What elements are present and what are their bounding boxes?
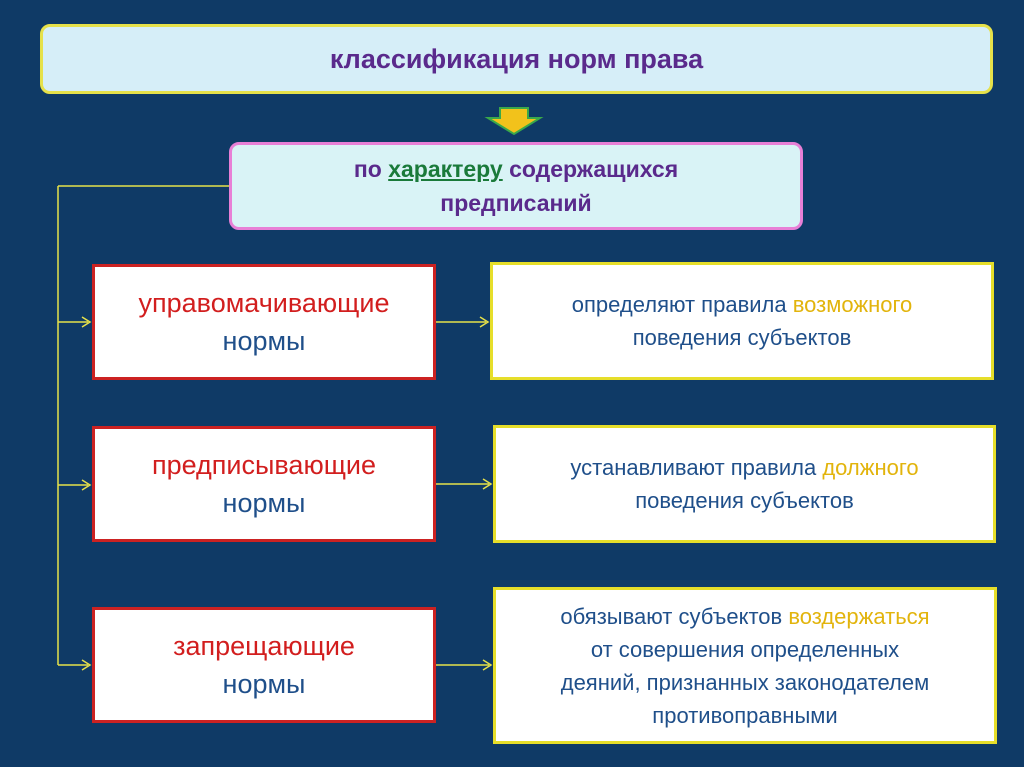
criterion-part2: содержащихся <box>502 156 679 182</box>
arrowhead-icon <box>482 659 493 671</box>
norm-box-prohibiting: запрещающие нормы <box>92 607 436 723</box>
norm-box-prescribing: предписывающие нормы <box>92 426 436 542</box>
criterion-keyword: характеру <box>388 156 503 182</box>
desc-line: поведения субъектов <box>632 325 852 350</box>
desc-line: поведения субъектов <box>635 488 854 513</box>
criterion-box: по характеру содержащихся предписаний <box>229 142 803 230</box>
desc-highlight: воздержаться <box>788 603 930 629</box>
arrowhead-icon <box>479 316 490 328</box>
desc-text: устанавливают правила <box>570 455 823 480</box>
title-box: классификация норм права <box>40 24 993 94</box>
desc-highlight: возможного <box>792 292 913 317</box>
desc-line: обязывают субъектов воздержаться <box>560 600 929 633</box>
arrowhead-icon <box>81 316 92 328</box>
criterion-part1: по <box>353 156 389 182</box>
norm-label: нормы <box>222 326 306 356</box>
norm-name: управомачивающие <box>138 288 390 318</box>
arrowhead-icon <box>482 478 493 490</box>
norm-name: предписывающие <box>151 450 377 480</box>
desc-line: деяний, признанных законодателем <box>560 669 930 695</box>
down-arrow-icon <box>484 107 544 136</box>
norm-name: запрещающие <box>173 631 355 661</box>
norm-label: нормы <box>222 488 306 518</box>
desc-text: обязывают субъектов <box>560 603 789 629</box>
desc-line: противоправными <box>652 702 838 728</box>
desc-highlight: должного <box>822 455 919 480</box>
desc-line: от совершения определенных <box>590 636 900 662</box>
desc-text: определяют правила <box>571 292 793 317</box>
desc-box-empowering: определяют правила возможного поведения … <box>490 262 994 380</box>
norm-box-empowering: управомачивающие нормы <box>92 264 436 380</box>
title-text: классификация норм права <box>329 43 704 74</box>
desc-box-prohibiting: обязывают субъектов воздержаться от сове… <box>493 587 997 744</box>
criterion-line-1: по характеру содержащихся <box>354 152 678 186</box>
norm-label: нормы <box>222 669 306 699</box>
desc-line: устанавливают правила должного <box>570 451 918 484</box>
desc-box-prescribing: устанавливают правила должного поведения… <box>493 425 996 543</box>
arrowhead-icon <box>81 659 92 671</box>
arrowhead-icon <box>81 479 92 491</box>
desc-line: определяют правила возможного <box>572 288 913 321</box>
criterion-line-2: предписаний <box>440 190 592 216</box>
